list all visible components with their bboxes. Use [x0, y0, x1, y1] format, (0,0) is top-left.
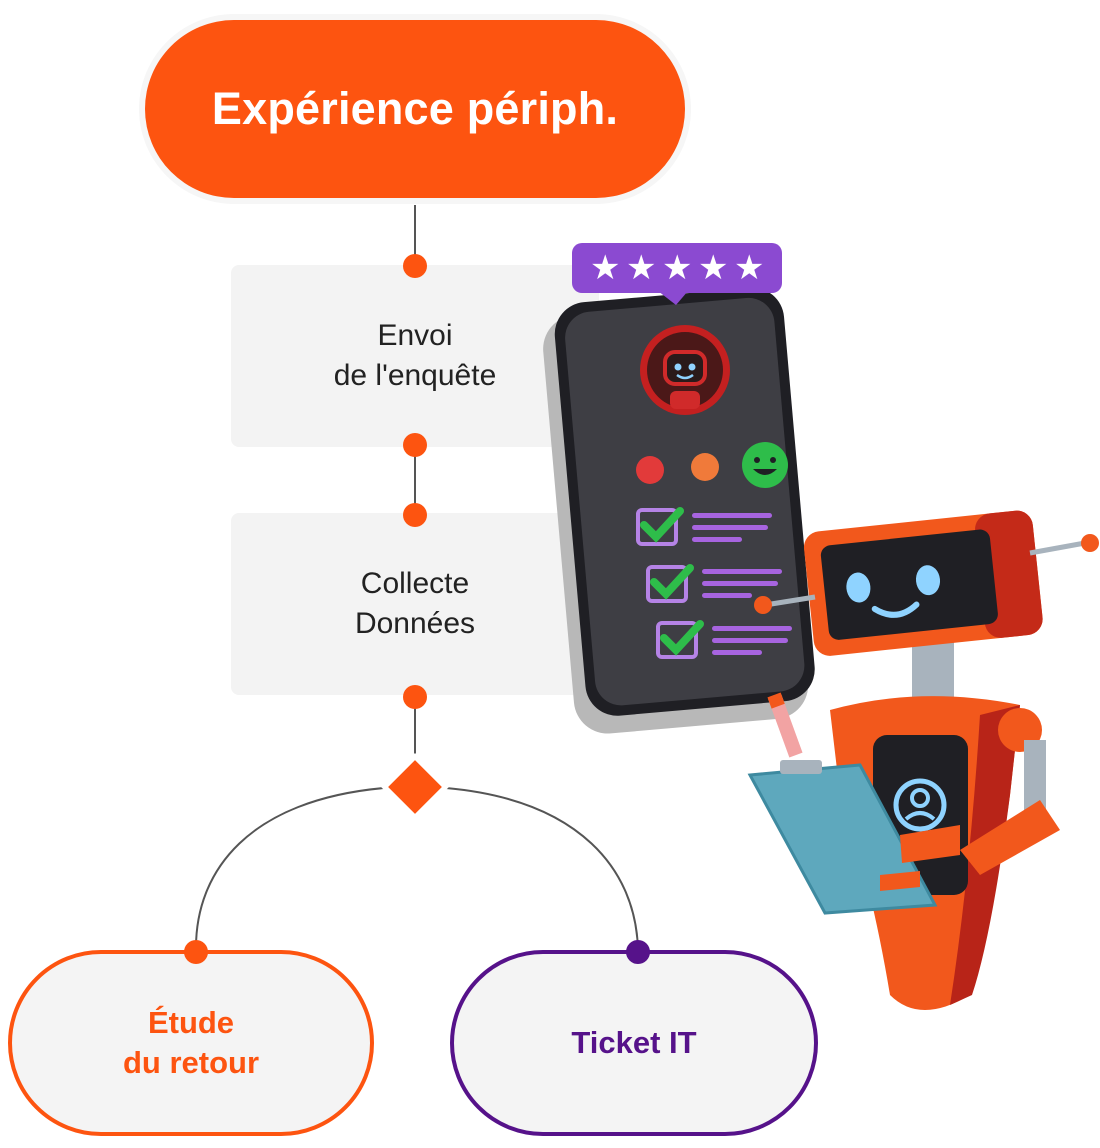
step-collect-data-line1: Collecte: [360, 567, 470, 600]
checklist-item: [656, 620, 792, 659]
star-rating-badge: ★ ★ ★ ★ ★: [572, 243, 782, 305]
angry-face-icon: [636, 456, 664, 484]
survey-checklist: [636, 507, 792, 659]
outcome-it-ticket-text: Ticket IT: [571, 1023, 696, 1063]
robot-character: [747, 510, 1099, 1010]
outcome-review-line1: Étude: [147, 1005, 235, 1040]
branch-right: [445, 787, 639, 951]
checklist-item: [646, 564, 782, 603]
svg-text:★: ★: [662, 248, 692, 288]
neutral-face-icon: [691, 453, 719, 481]
connector-dot: [403, 685, 427, 709]
user-profile-icon: [893, 778, 947, 832]
branch-left: [194, 787, 385, 951]
robot-avatar-icon: [640, 325, 730, 415]
connector-dot-right: [626, 940, 650, 964]
outcome-review-feedback: Étude du retour: [8, 950, 374, 1136]
connector-dot-left: [184, 940, 208, 964]
robot-survey-illustration: ★ ★ ★ ★ ★: [543, 243, 1099, 1010]
connector-dot: [403, 254, 427, 278]
pen-icon: [767, 692, 803, 758]
outcome-review-feedback-text: Étude du retour: [123, 1003, 259, 1083]
step-send-survey-line2: de l'enquête: [333, 359, 497, 392]
step-send-survey: Envoi de l'enquête: [231, 265, 599, 447]
star-icons: ★ ★ ★ ★ ★: [590, 248, 764, 288]
step-collect-data-line2: Données: [354, 607, 476, 640]
step-collect-data: Collecte Données: [231, 513, 599, 695]
svg-text:★: ★: [626, 248, 656, 288]
svg-text:★: ★: [590, 248, 620, 288]
step-send-survey-text: Envoi de l'enquête: [334, 316, 497, 396]
checklist-item: [636, 507, 772, 546]
title-pill: Expérience périph.: [145, 20, 685, 198]
happy-face-icon: [742, 442, 788, 488]
svg-text:★: ★: [734, 248, 764, 288]
svg-text:★: ★: [698, 248, 728, 288]
connector-dot: [403, 433, 427, 457]
outcome-it-ticket-label: Ticket IT: [571, 1025, 697, 1060]
step-collect-data-text: Collecte Données: [355, 564, 475, 644]
outcome-review-line2: du retour: [122, 1045, 260, 1080]
step-send-survey-line1: Envoi: [377, 319, 453, 352]
rating-faces: [636, 442, 788, 488]
connector-dot: [403, 503, 427, 527]
title-label: Expérience périph.: [211, 83, 619, 134]
